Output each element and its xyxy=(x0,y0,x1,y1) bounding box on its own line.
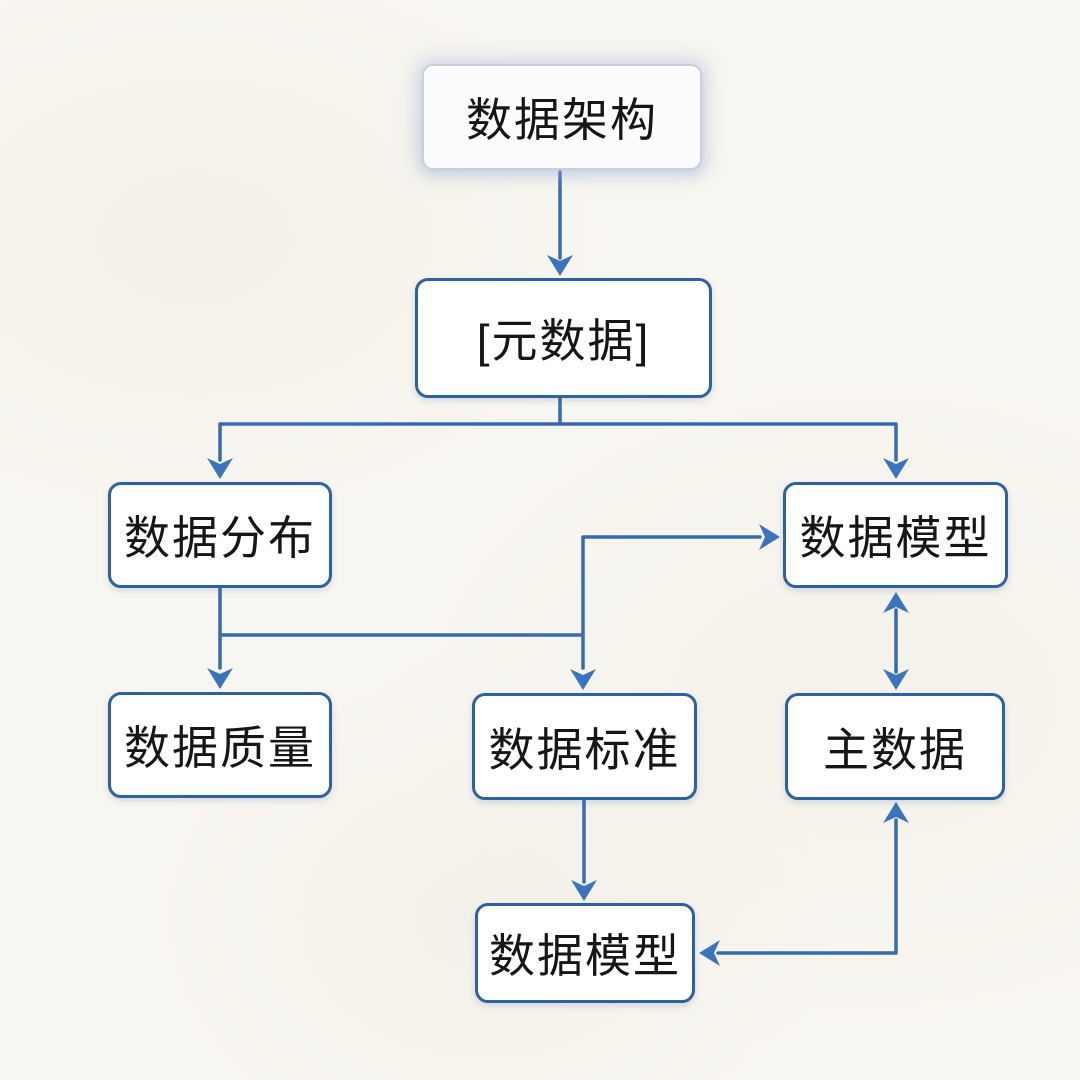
arrowhead-right-icon xyxy=(759,524,780,550)
edge-metadata-branch xyxy=(218,396,898,462)
node-data-quality: 数据质量 xyxy=(108,692,332,798)
node-label: [元数据] xyxy=(476,315,651,367)
node-metadata: [元数据] xyxy=(415,278,712,398)
node-data-model-right: 数据模型 xyxy=(783,482,1008,588)
node-label: 数据模型 xyxy=(489,930,681,982)
edge-master-modelbottom xyxy=(716,818,898,955)
node-label: 数据架构 xyxy=(466,94,658,146)
node-label: 数据标准 xyxy=(488,723,681,776)
arrowhead-down-icon xyxy=(570,669,596,690)
node-data-distribution: 数据分布 xyxy=(108,482,332,588)
arrowhead-left-icon xyxy=(699,940,720,966)
node-label: 数据模型 xyxy=(799,512,992,564)
arrowhead-down-icon xyxy=(571,880,597,901)
arrowhead-up-icon xyxy=(883,592,909,613)
arrowhead-down-icon xyxy=(207,668,233,689)
arrowhead-down-icon xyxy=(883,669,909,690)
node-master-data: 主数据 xyxy=(785,693,1005,800)
node-data-model-bottom: 数据模型 xyxy=(475,903,695,1003)
edge-distribution-standard-model xyxy=(218,535,762,670)
arrowhead-down-icon xyxy=(547,255,573,276)
arrowhead-down-icon xyxy=(207,458,233,479)
node-data-architecture: 数据架构 xyxy=(422,64,702,170)
node-label: 主数据 xyxy=(823,723,967,776)
arrowhead-up-icon xyxy=(883,802,909,823)
arrowhead-down-icon xyxy=(883,458,909,479)
node-label: 数据分布 xyxy=(124,512,316,564)
node-label: 数据质量 xyxy=(124,722,316,774)
node-data-standard: 数据标准 xyxy=(472,693,697,800)
